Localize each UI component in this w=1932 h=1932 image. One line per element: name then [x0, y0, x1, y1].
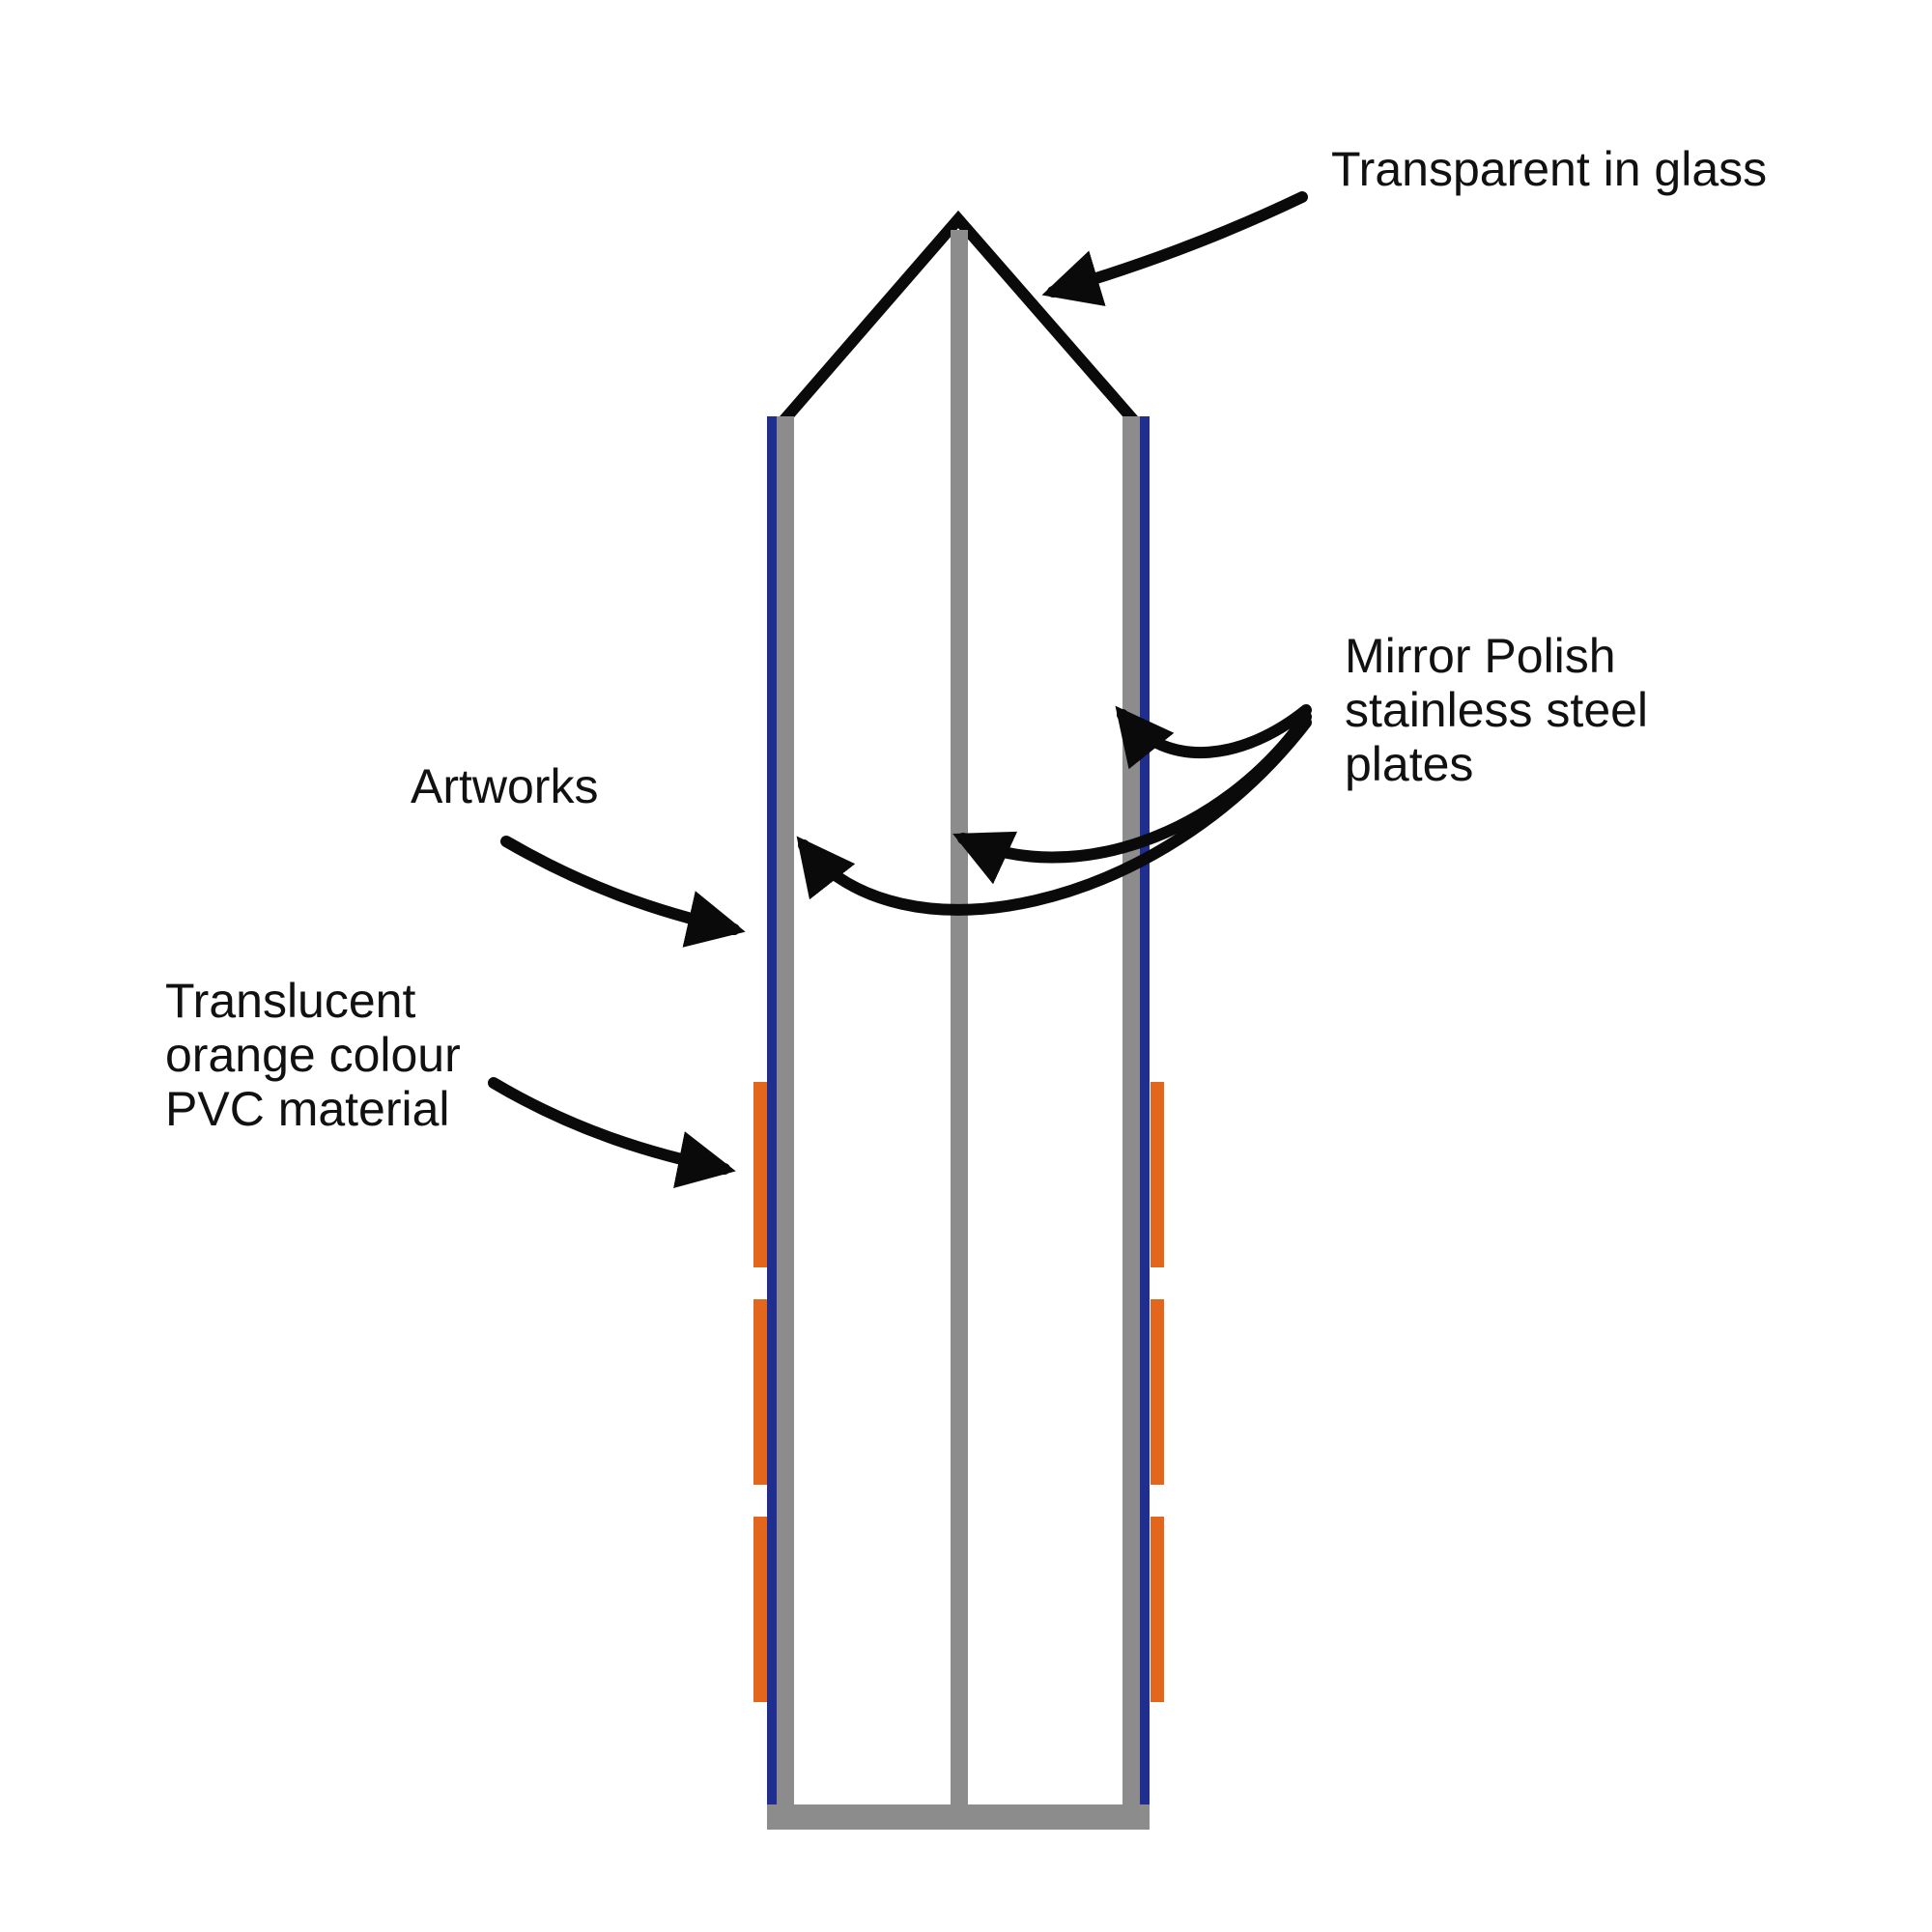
label-mirror-line-1: Mirror Polish — [1345, 629, 1616, 683]
label-transparent-glass: Transparent in glass — [1331, 142, 1767, 196]
label-mirror-polish: Mirror Polish stainless steel plates — [1345, 629, 1662, 791]
pvc-strip-left-3 — [753, 1517, 767, 1702]
steel-plate-center — [951, 230, 968, 1830]
pvc-strip-left-1 — [753, 1082, 767, 1267]
steel-plate-base — [767, 1804, 1150, 1830]
label-pvc-line-3: PVC material — [165, 1082, 450, 1136]
steel-plate-right — [1122, 416, 1140, 1830]
arrow-mirror-right-plate — [1115, 704, 1312, 770]
label-pvc-line-1: Translucent — [165, 974, 415, 1028]
label-mirror-line-2: stainless steel — [1345, 683, 1648, 737]
label-pvc-line-2: orange colour — [165, 1028, 461, 1082]
pvc-strip-right-3 — [1151, 1517, 1164, 1702]
pvc-strip-left-2 — [753, 1299, 767, 1485]
artwork-layer-right — [1140, 416, 1150, 1830]
pvc-strip-right-2 — [1151, 1299, 1164, 1485]
arrow-glass — [1041, 191, 1308, 306]
pvc-strip-right-1 — [1151, 1082, 1164, 1267]
steel-plate-left — [777, 416, 794, 1830]
artwork-layer-left — [767, 416, 777, 1830]
label-pvc: Translucent orange colour PVC material — [165, 974, 474, 1136]
glass-top-edge — [779, 210, 1139, 425]
label-artworks: Artworks — [411, 759, 598, 813]
arrow-mirror-left-plate — [796, 717, 1312, 916]
label-mirror-line-3: plates — [1345, 737, 1473, 791]
arrow-pvc — [488, 1077, 736, 1188]
arrow-artworks — [500, 836, 746, 948]
